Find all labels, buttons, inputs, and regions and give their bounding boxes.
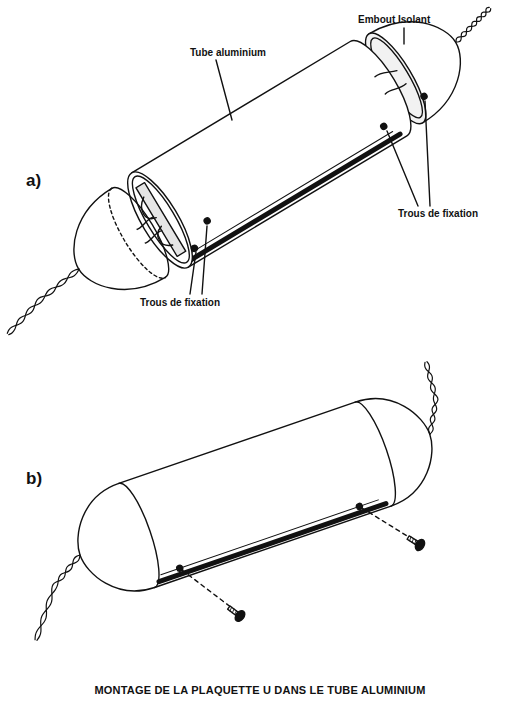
cap-seam [355, 398, 404, 507]
wire [427, 362, 437, 434]
fixing-hole [380, 122, 388, 130]
wire [37, 555, 80, 640]
cap-rim [112, 180, 179, 277]
fixing-hole [190, 244, 198, 252]
tube-shade [159, 504, 386, 582]
wire [425, 362, 438, 434]
fixing-hole [356, 503, 364, 511]
fixing-hole [420, 92, 428, 100]
view-label: b) [26, 470, 42, 489]
leader-line [190, 252, 196, 294]
leader-line [216, 60, 232, 120]
wire [35, 555, 80, 640]
tube-shade [161, 500, 378, 575]
leader-line [387, 131, 418, 206]
wire [375, 65, 397, 82]
screw [225, 603, 247, 623]
drawing-stroke [409, 537, 417, 544]
screw-path [182, 570, 232, 608]
part-label: Trous de fixation [398, 208, 478, 219]
part-label: Embout Isolant [358, 14, 430, 25]
wire [7, 269, 79, 333]
wire [9, 269, 79, 335]
leader-line [403, 28, 404, 44]
drawing-stroke [229, 607, 237, 614]
leader-line [425, 101, 430, 206]
cap-rim [98, 188, 165, 285]
part-label: Tube aluminium [190, 47, 266, 58]
leader-line [202, 226, 207, 294]
tube-shade [191, 132, 392, 253]
drawing-stroke [233, 609, 247, 623]
part-label: Trous de fixation [140, 297, 220, 308]
fixing-hole [203, 217, 211, 225]
screw-path [362, 508, 412, 539]
assembled-view [62, 383, 448, 607]
cap-seam [119, 479, 168, 588]
exploded-view [50, 0, 484, 316]
view-label: a) [26, 172, 41, 191]
wire [456, 7, 489, 42]
wire [385, 82, 406, 96]
drawing-stroke [413, 538, 426, 552]
tube-shade [191, 134, 400, 260]
insulating-cap [52, 188, 166, 313]
caption: MONTAGE DE LA PLAQUETTE U DANS LE TUBE A… [0, 684, 520, 696]
screw [405, 532, 427, 552]
assembled-tube [62, 383, 448, 607]
twisted-wires [7, 7, 490, 640]
